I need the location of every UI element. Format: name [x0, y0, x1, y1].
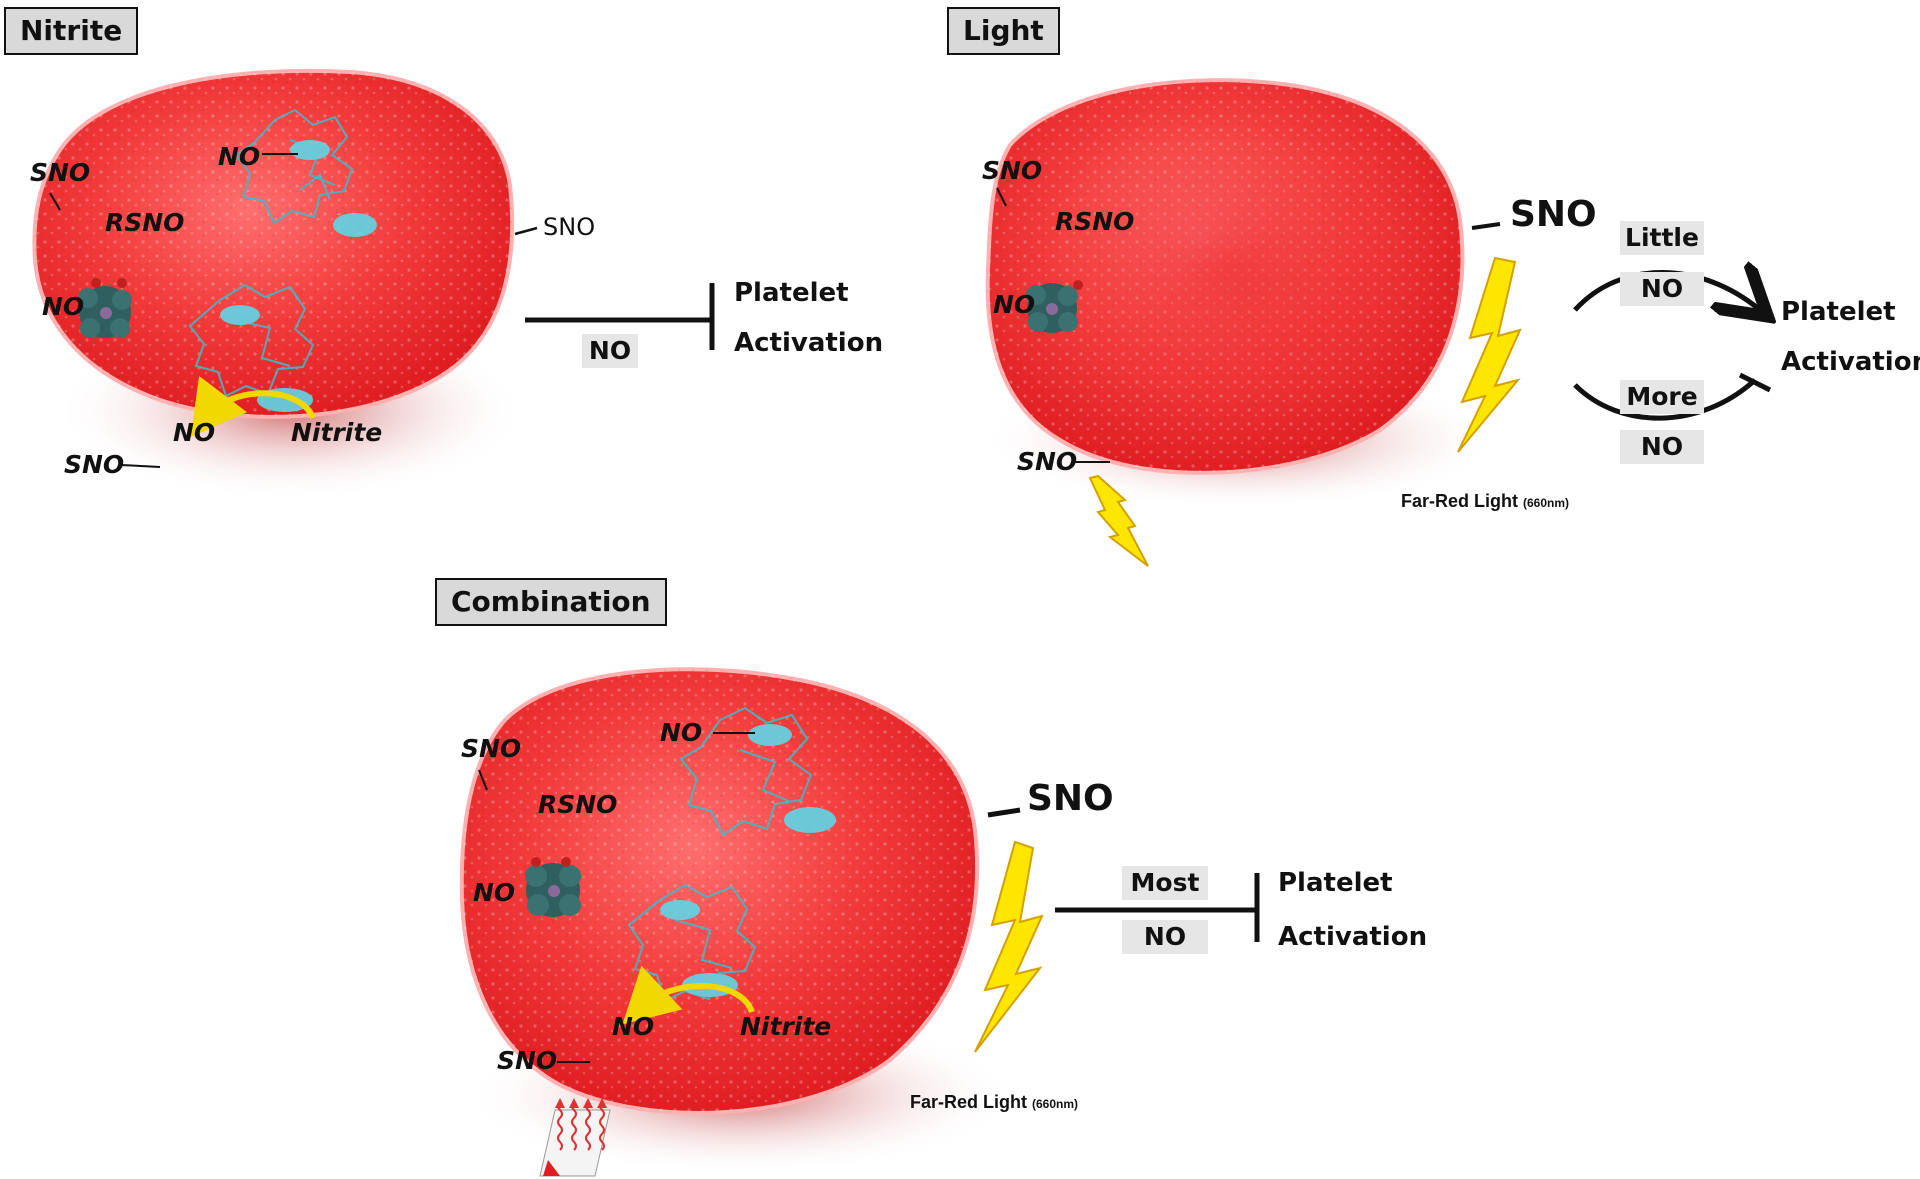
- platelet-text: Platelet: [1278, 868, 1393, 898]
- combination-panel: [459, 667, 1260, 1177]
- activation-text: Activation: [734, 328, 884, 358]
- inhibition-bar: [1738, 372, 1772, 393]
- heme-molecule-icon: [1026, 280, 1083, 333]
- hemoglobin-protein-icon: [234, 108, 377, 237]
- platelet-activation-label: Platelet Activation: [1278, 866, 1427, 954]
- leader-line: [49, 192, 61, 211]
- no-mediator-chip: NO: [1620, 430, 1704, 464]
- light-title: Light: [947, 7, 1060, 55]
- light-caption-wavelength: (660nm): [1523, 496, 1570, 510]
- far-red-light-bolt-icon: [974, 840, 1044, 1053]
- heme-molecule-icon: [78, 278, 132, 338]
- nitrite-label: Nitrite: [740, 1012, 832, 1041]
- platelet-text: Platelet: [1781, 297, 1896, 327]
- most-amount-chip: Most: [1122, 866, 1208, 900]
- nitrite-label: Nitrite: [291, 418, 383, 447]
- far-red-light-caption: Far-Red Light (660nm): [1401, 491, 1569, 512]
- nitrite-panel: [32, 68, 715, 500]
- sno-label: SNO: [1017, 447, 1078, 476]
- light-emitter-icon: [539, 1098, 611, 1177]
- no-mediator-chip: NO: [1122, 920, 1208, 954]
- platelet-activation-label: Platelet Activation: [734, 276, 883, 360]
- sno-label: SNO: [1027, 778, 1114, 819]
- no-label: NO: [42, 292, 85, 321]
- leader-line: [1471, 222, 1501, 230]
- activation-text: Activation: [1278, 922, 1428, 952]
- more-amount-chip: More: [1620, 380, 1704, 414]
- nitrite-title: Nitrite: [4, 7, 139, 55]
- sno-label: SNO: [64, 450, 125, 479]
- no-label: NO: [660, 718, 703, 747]
- light-caption-main: Far-Red Light: [910, 1092, 1027, 1112]
- no-mediator-chip: NO: [1620, 272, 1704, 306]
- far-red-light-caption: Far-Red Light (660nm): [910, 1092, 1078, 1113]
- cell-center-shading: [1060, 140, 1400, 400]
- sno-label: SNO: [30, 158, 91, 187]
- rsno-label: RSNO: [105, 208, 185, 237]
- no-label: NO: [173, 418, 216, 447]
- activation-text: Activation: [1781, 347, 1920, 377]
- sno-label: SNO: [982, 156, 1043, 185]
- no-label: NO: [218, 142, 261, 171]
- sno-label: SNO: [497, 1046, 558, 1075]
- no-mediator-chip: NO: [582, 334, 638, 368]
- inhibition-arc: [1573, 378, 1757, 421]
- no-label: NO: [993, 290, 1036, 319]
- light-caption-main: Far-Red Light: [1401, 491, 1518, 511]
- no-label: NO: [612, 1012, 655, 1041]
- rsno-label: RSNO: [1055, 207, 1135, 236]
- light-caption-wavelength: (660nm): [1032, 1097, 1079, 1111]
- light-panel: [980, 78, 1772, 567]
- platelet-activation-label: Platelet Activation: [1781, 295, 1920, 379]
- nitrite-to-no-arrow: [622, 965, 755, 1025]
- leader-line: [996, 187, 1007, 207]
- far-red-light-bolt-icon: [1457, 256, 1522, 453]
- no-label: NO: [473, 878, 516, 907]
- leader-line: [987, 807, 1021, 818]
- heme-molecule-icon: [525, 857, 581, 917]
- rsno-label: RSNO: [538, 790, 618, 819]
- platelet-text: Platelet: [734, 278, 849, 308]
- sno-label: SNO: [461, 734, 522, 763]
- sno-label: SNO: [1510, 194, 1597, 235]
- hemoglobin-protein-icon: [679, 706, 836, 837]
- leader-line: [478, 769, 488, 791]
- small-light-bolt-icon: [1088, 474, 1149, 567]
- nitrite-to-no-arrow: [190, 375, 316, 438]
- combination-title: Combination: [435, 578, 667, 626]
- sno-label: SNO: [543, 213, 596, 241]
- leader-line: [121, 464, 161, 468]
- cell-texture: [34, 70, 513, 417]
- little-amount-chip: Little: [1620, 221, 1704, 255]
- leader-line: [514, 226, 538, 236]
